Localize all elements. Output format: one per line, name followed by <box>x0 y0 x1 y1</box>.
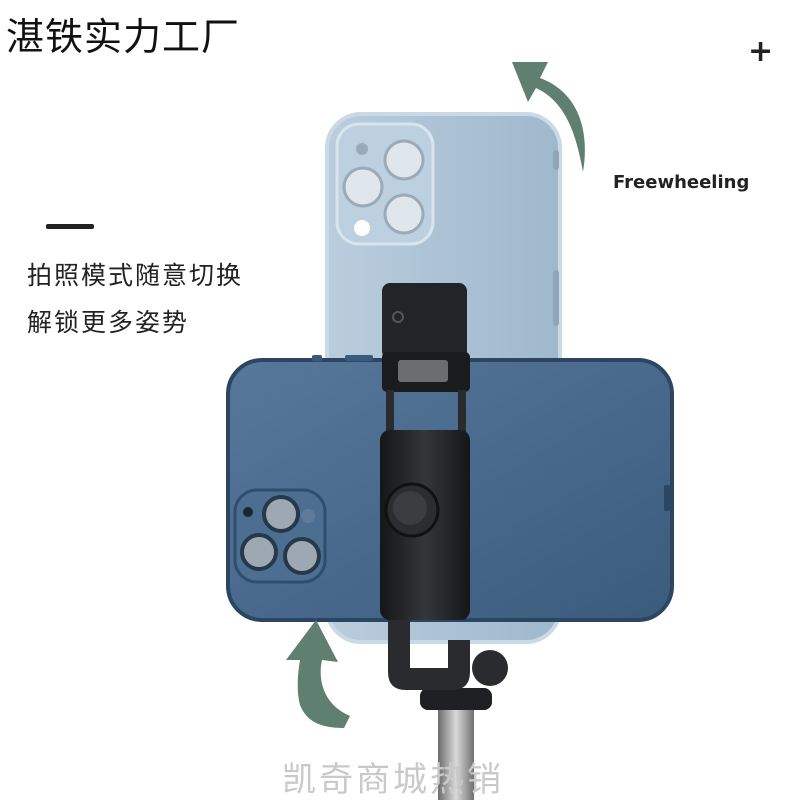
brand-title: 湛铁实力工厂 <box>6 15 241 59</box>
description-line-1: 拍照模式随意切换 <box>27 261 244 290</box>
phone-clamp <box>380 283 508 690</box>
rotate-arrow-top-icon <box>512 62 585 172</box>
divider <box>46 224 94 229</box>
selfie-stick-pole <box>420 688 492 800</box>
description-line-2: 解锁更多姿势 <box>27 308 190 337</box>
watermark: 凯奇商城热销 <box>282 760 504 800</box>
plus-icon: + <box>748 34 774 69</box>
rotate-arrow-bottom-icon <box>286 620 350 728</box>
feature-label: Freewheeling <box>613 172 750 193</box>
